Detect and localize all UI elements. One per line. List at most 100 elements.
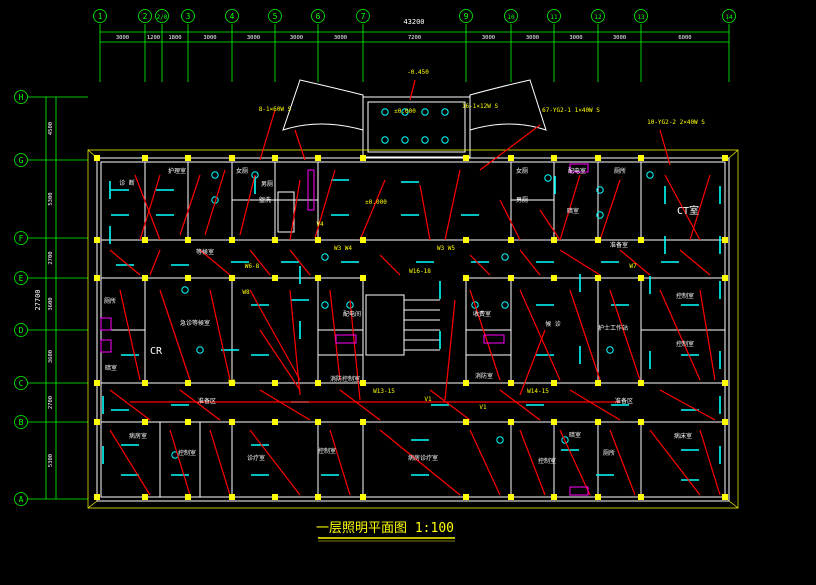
ceiling-light xyxy=(401,108,409,116)
column xyxy=(463,155,469,161)
room-label: 准备室 xyxy=(610,241,628,249)
column xyxy=(638,237,644,243)
wire-run xyxy=(479,124,541,171)
axis-label-top: 2 xyxy=(143,12,148,21)
axis-bubble-top xyxy=(591,9,605,23)
ceiling-light xyxy=(251,171,259,179)
annotation-label: W9 xyxy=(228,379,236,386)
wire-run xyxy=(339,389,381,421)
wire-run xyxy=(599,179,621,241)
room-label: 暗室 xyxy=(569,431,581,439)
room-label: CT室 xyxy=(677,204,699,217)
annotation-label: W7 xyxy=(629,263,637,270)
axis-bubble-top xyxy=(311,9,325,23)
dimension-top: 3000 xyxy=(203,35,216,41)
wire-run xyxy=(519,249,541,276)
drawing-title: 一层照明平面图 1:100 xyxy=(316,521,454,536)
room-label: 病床室 xyxy=(674,432,692,440)
wire-run xyxy=(559,249,601,276)
room-label: 女厕 xyxy=(236,167,248,175)
wire-run xyxy=(379,429,461,496)
column xyxy=(142,380,148,386)
annotation-label: W8 xyxy=(242,289,250,296)
wire-run xyxy=(139,174,161,241)
room-label: 控制室 xyxy=(178,449,196,457)
wire-run xyxy=(689,174,711,241)
ceiling-light xyxy=(441,108,449,116)
wire-run xyxy=(519,289,561,381)
column xyxy=(551,380,557,386)
wire-run xyxy=(204,169,226,236)
axis-label-left: H xyxy=(19,93,24,102)
ceiling-light xyxy=(421,136,429,144)
dimension-left: 3600 xyxy=(48,297,54,310)
room-label: 急诊等候室 xyxy=(180,319,210,327)
wire-run xyxy=(539,209,561,241)
ceiling-light xyxy=(321,253,329,261)
column xyxy=(185,237,191,243)
dimension-left: 5300 xyxy=(48,192,54,205)
wire-run xyxy=(659,289,701,381)
room-label: 消防室 xyxy=(475,372,493,380)
ceiling-light xyxy=(496,436,504,444)
axis-label-top: 4 xyxy=(230,12,235,21)
room-label: 暗室 xyxy=(105,364,117,372)
axis-bubble-left xyxy=(14,231,28,245)
room-label: 诊 断 xyxy=(119,179,135,187)
axis-label-top: 6 xyxy=(316,12,321,21)
column xyxy=(722,155,728,161)
ceiling-light xyxy=(501,253,509,261)
ceiling-light xyxy=(646,171,654,179)
wire-run xyxy=(444,299,456,401)
wire-run xyxy=(609,429,636,496)
column xyxy=(508,155,514,161)
column xyxy=(142,237,148,243)
column xyxy=(463,237,469,243)
axis-bubble-left xyxy=(14,90,28,104)
wire-run xyxy=(209,289,231,381)
wire-run xyxy=(159,289,191,381)
column xyxy=(315,419,321,425)
room-label: 护理室 xyxy=(168,167,186,175)
axis-label-top: 7 xyxy=(361,12,366,21)
room-label: 控制室 xyxy=(676,292,694,300)
room-label: 男厕 xyxy=(516,197,528,204)
column xyxy=(94,275,100,281)
column xyxy=(360,275,366,281)
axis-label-top: 13 xyxy=(637,14,645,21)
wire-run xyxy=(329,289,341,381)
column xyxy=(185,380,191,386)
column xyxy=(185,419,191,425)
wire-run xyxy=(699,289,716,381)
axis-label-top: 10 xyxy=(507,14,515,21)
axis-bubble-top xyxy=(459,9,473,23)
column xyxy=(638,155,644,161)
wire-run xyxy=(499,389,541,421)
dimension-left: 3600 xyxy=(48,350,54,363)
column xyxy=(722,275,728,281)
dimension-top: 3000 xyxy=(569,35,582,41)
column xyxy=(315,380,321,386)
column xyxy=(722,494,728,500)
axis-label-top: 14 xyxy=(725,14,733,21)
wire-run xyxy=(609,289,641,381)
wire-run xyxy=(559,429,591,496)
annotation-label: W13-15 xyxy=(373,388,395,395)
column xyxy=(360,494,366,500)
axis-bubble-left xyxy=(14,415,28,429)
column xyxy=(142,155,148,161)
column xyxy=(595,380,601,386)
wire-run xyxy=(249,289,301,381)
wire-run xyxy=(664,174,701,241)
axis-label-left: D xyxy=(19,326,24,335)
wire-run xyxy=(649,429,701,496)
ceiling-light xyxy=(561,436,569,444)
pink-equipment xyxy=(100,163,589,496)
column xyxy=(272,155,278,161)
wire-run xyxy=(179,174,201,236)
column xyxy=(508,494,514,500)
column xyxy=(185,494,191,500)
wire-run xyxy=(329,429,351,496)
axis-bubble-top xyxy=(181,9,195,23)
